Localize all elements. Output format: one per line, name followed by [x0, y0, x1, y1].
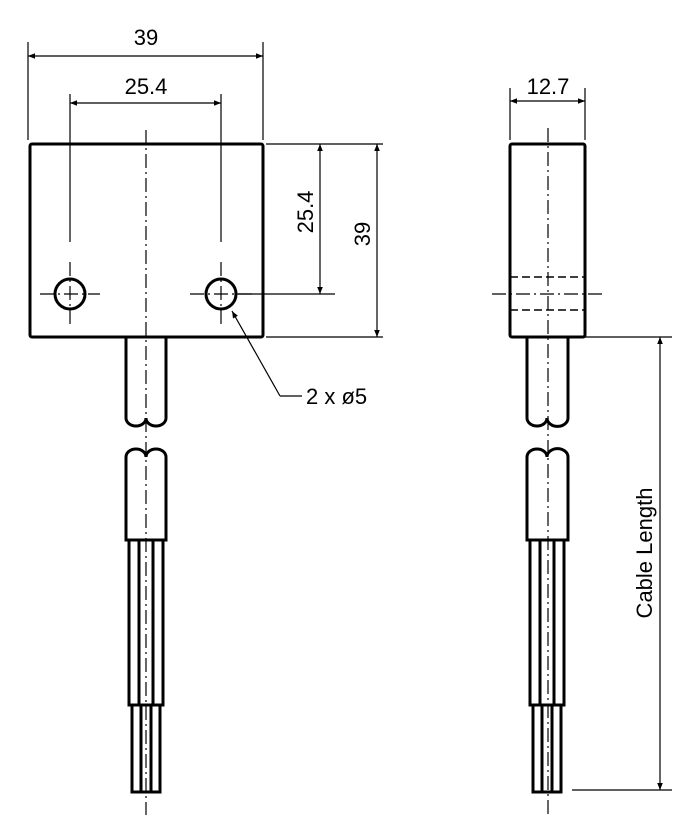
sensor-body-side — [508, 142, 587, 339]
dimension-label-hole-height: 25.4 — [293, 191, 318, 234]
front-view: 39 25.4 25.4 39 2 x ø5 — [27, 25, 383, 815]
cable-front — [124, 337, 168, 794]
dimension-label-hole-spacing: 25.4 — [125, 74, 168, 99]
dimension-label-overall-width: 39 — [134, 25, 158, 50]
hole-callout-label: 2 x ø5 — [306, 384, 367, 409]
side-view: 12.7 Cable Length — [492, 74, 672, 815]
mounting-hole-left — [53, 277, 87, 311]
dimension-label-cable-length: Cable Length — [632, 488, 657, 619]
dimension-label-thickness: 12.7 — [527, 74, 570, 99]
leader-arrow — [231, 310, 281, 397]
dimension-label-overall-height: 39 — [350, 222, 375, 246]
cable-side — [525, 337, 570, 794]
